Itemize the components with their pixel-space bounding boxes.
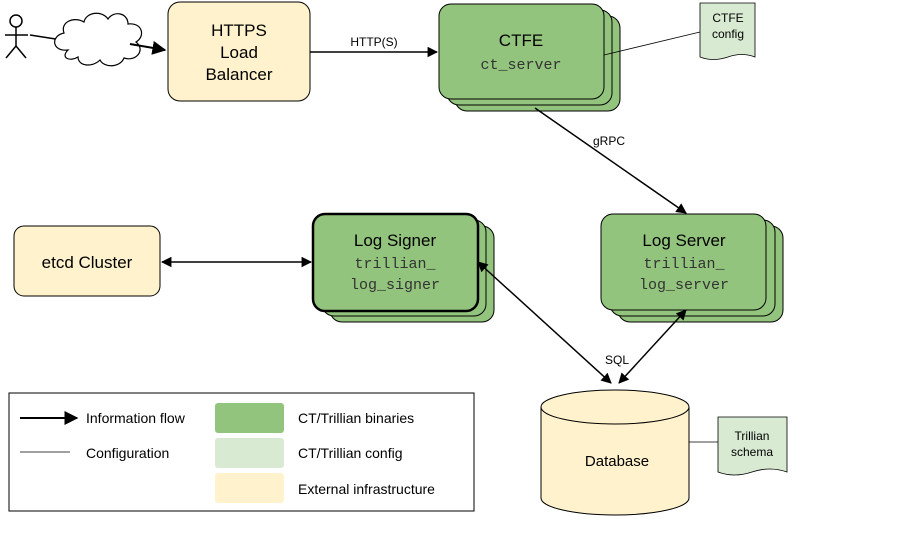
database-node: Database	[540, 389, 690, 516]
cloud-to-lb-arrow	[129, 40, 167, 55]
legend-configuration: Configuration	[86, 445, 169, 461]
legend-information-flow: Information flow	[86, 410, 186, 426]
load-balancer-label-1: HTTPS	[211, 21, 267, 40]
cloud-icon	[54, 12, 143, 67]
log-server-node: Log Server trillian_ log_server	[600, 213, 784, 323]
user-icon	[5, 14, 28, 59]
server-db-arrow	[618, 309, 687, 384]
trillian-schema-node: Trillian schema	[717, 416, 788, 476]
load-balancer-label-2: Load	[220, 43, 258, 62]
schema-label-2: schema	[731, 445, 773, 459]
grpc-arrow	[534, 107, 687, 214]
grpc-label: gRPC	[593, 134, 625, 148]
legend-config-swatch	[215, 438, 284, 468]
ctfe-config-line	[603, 31, 701, 56]
legend-config: CT/Trillian config	[298, 445, 403, 461]
legend-external: External infrastructure	[298, 481, 435, 497]
legend-binaries-swatch	[215, 403, 284, 433]
ctfe-config-node: CTFE config	[699, 2, 756, 60]
etcd-label: etcd Cluster	[42, 253, 133, 272]
log-signer-binary-1: trillian_	[354, 256, 436, 273]
ctfe-binary: ct_server	[480, 57, 561, 74]
log-server-binary-2: log_server	[639, 277, 729, 294]
log-signer-node: Log Signer trillian_ log_signer	[311, 212, 495, 323]
legend-external-swatch	[215, 473, 284, 503]
legend-binaries: CT/Trillian binaries	[298, 410, 414, 426]
schema-label-1: Trillian	[735, 429, 770, 443]
legend: Information flow Configuration CT/Trilli…	[8, 392, 475, 512]
ctfe-config-label-1: CTFE	[712, 11, 743, 25]
database-label: Database	[585, 453, 649, 470]
load-balancer-label-3: Balancer	[205, 65, 272, 84]
log-server-binary-1: trillian_	[643, 256, 725, 273]
ctfe-title: CTFE	[499, 31, 543, 50]
ctfe-node: CTFE ct_server	[438, 3, 621, 112]
log-server-title: Log Server	[642, 231, 725, 250]
signer-db-arrow	[477, 261, 612, 384]
load-balancer-node: HTTPS Load Balancer	[167, 1, 311, 102]
log-signer-binary-2: log_signer	[350, 277, 440, 294]
sql-label: SQL	[605, 353, 629, 367]
ctfe-config-label-2: config	[712, 27, 744, 41]
log-signer-title: Log Signer	[354, 231, 437, 250]
etcd-node: etcd Cluster	[13, 225, 161, 297]
http-label: HTTP(S)	[350, 35, 397, 49]
